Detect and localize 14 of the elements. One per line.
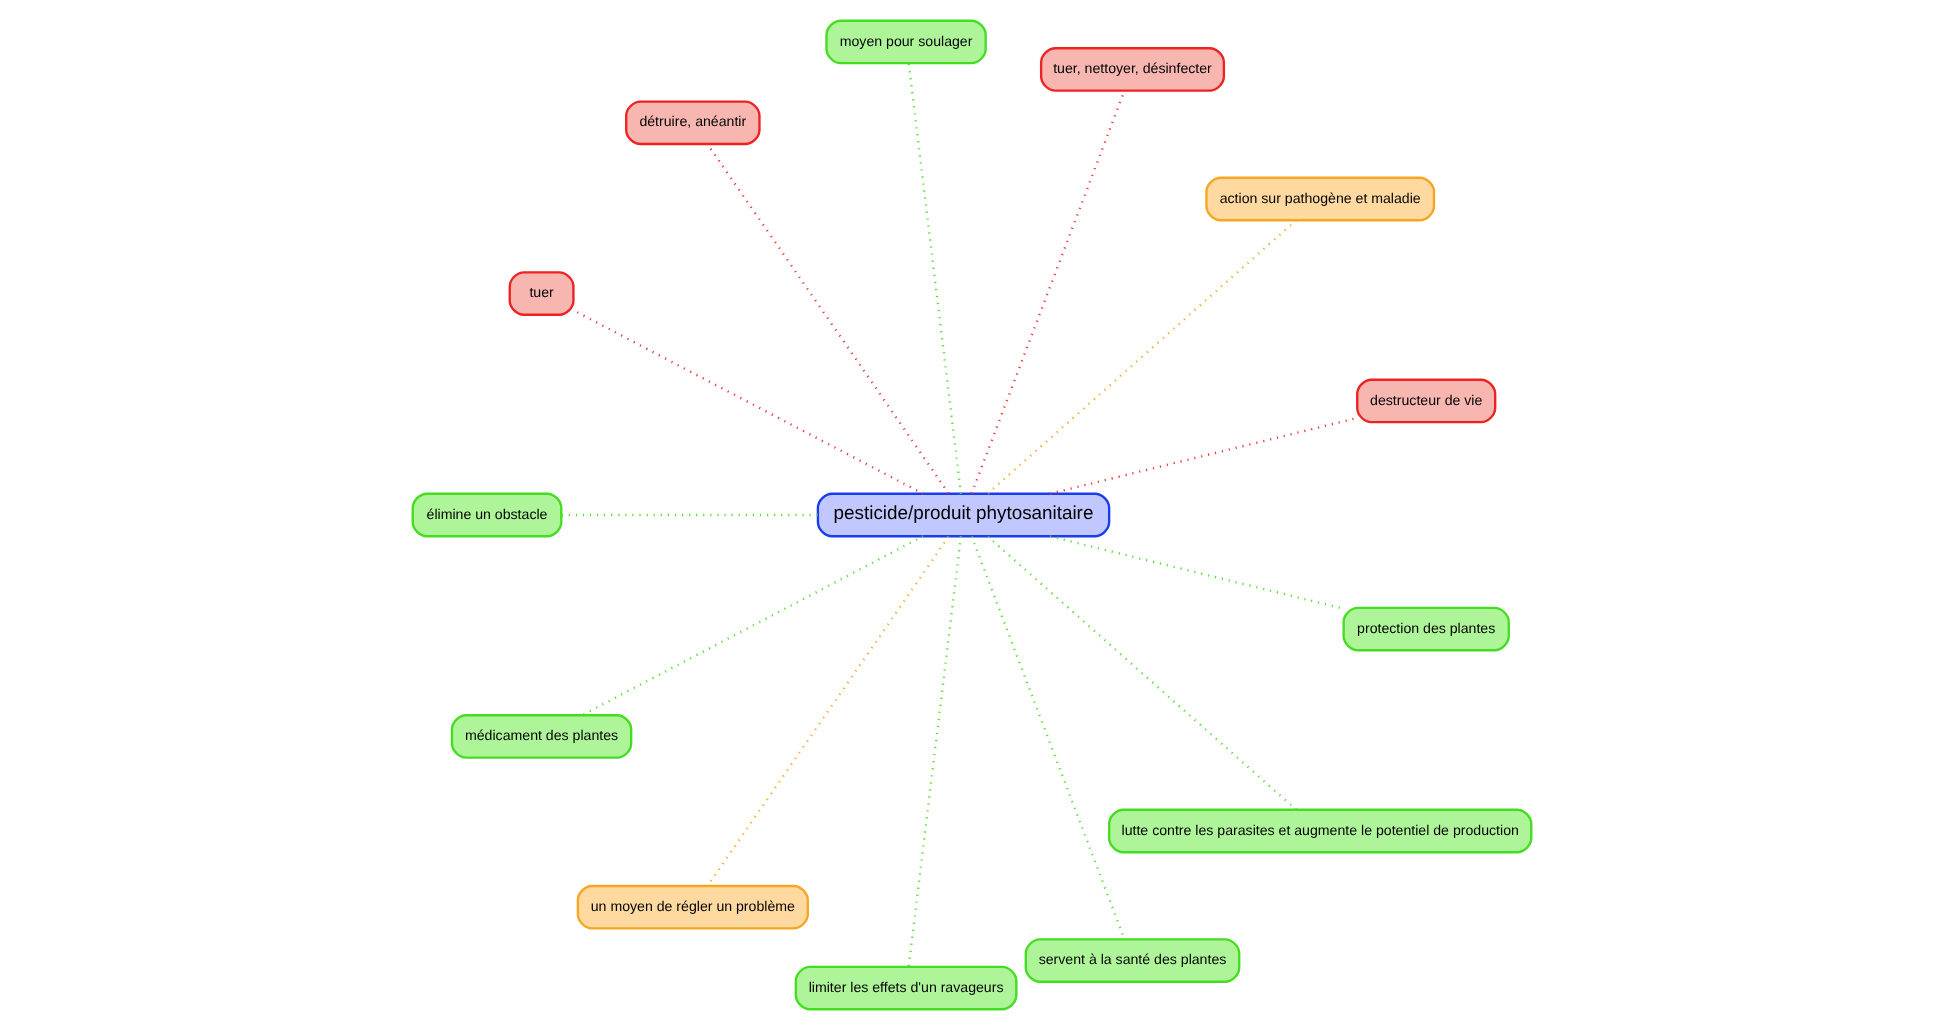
- connector: [1048, 535, 1343, 610]
- connector: [580, 535, 923, 717]
- connector: [969, 90, 1125, 494]
- connector: [1048, 416, 1357, 495]
- connector: [560, 513, 817, 517]
- connector: [705, 143, 949, 495]
- connector: [986, 535, 1296, 811]
- connector: [906, 536, 962, 967]
- connector: [986, 219, 1296, 495]
- connector: [705, 535, 949, 887]
- node-box: pesticide/produit phytosanitaire: [815, 492, 1110, 538]
- connector: [572, 309, 923, 495]
- connector: [906, 63, 962, 494]
- connector: [969, 536, 1125, 940]
